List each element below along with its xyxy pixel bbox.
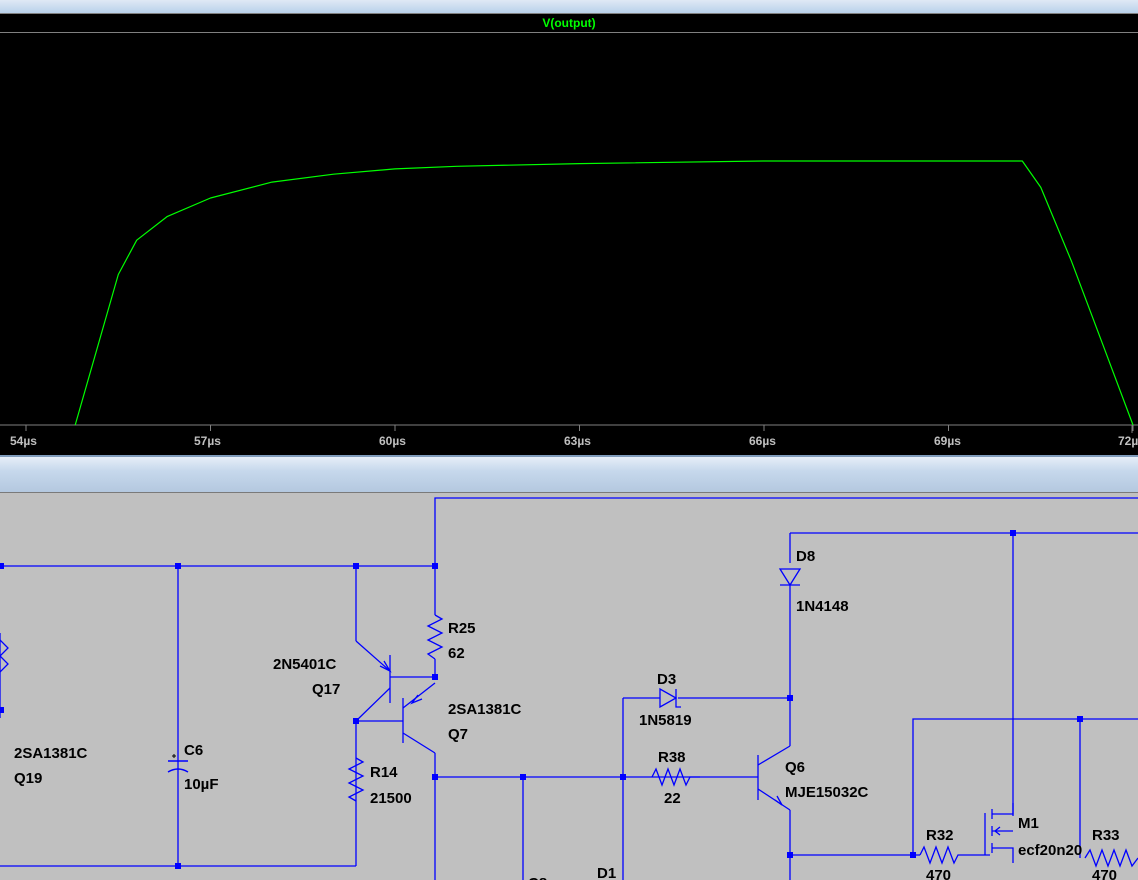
q17-name-label: Q17 — [312, 681, 340, 698]
waveform-window-frame — [0, 0, 1138, 14]
d8-model-label: 1N4148 — [796, 598, 849, 615]
x-tick-label: 72µs — [1118, 434, 1138, 448]
trace-label-voutput[interactable]: V(output) — [542, 16, 596, 30]
diode-symbols — [659, 568, 802, 709]
wires — [0, 497, 1138, 880]
r25-name-label: R25 — [448, 620, 476, 637]
x-tick-label: 54µs — [10, 434, 37, 448]
q7-model-label: 2SA1381C — [448, 701, 522, 718]
r32-value-label: 470 — [926, 867, 951, 880]
d3-symbol — [659, 687, 678, 709]
c6-value-label: 10µF — [184, 776, 219, 793]
d8-name-label: D8 — [796, 548, 815, 565]
r32-name-label: R32 — [926, 827, 954, 844]
x-tick-label: 57µs — [194, 434, 221, 448]
x-tick-label: 60µs — [379, 434, 406, 448]
schematic-editor[interactable]: 2SA1381C Q19 C6 10µF 2N5401C Q17 R14 215… — [0, 493, 1138, 880]
resistor-symbols — [0, 614, 1138, 868]
r33-symbol — [1084, 848, 1138, 868]
q19-model-label: 2SA1381C — [14, 745, 88, 762]
x-tick-label: 69µs — [934, 434, 961, 448]
left-resistor-partial — [0, 639, 9, 673]
voutput-trace — [74, 160, 1134, 426]
waveform-viewer[interactable]: V(output) 54µs 57µs 60µs 63µs 66µs 69µs … — [0, 13, 1138, 455]
transistor-symbols — [355, 640, 791, 811]
trace-header: V(output) — [0, 13, 1138, 33]
r38-name-label: R38 — [658, 749, 686, 766]
r14-name-label: R14 — [370, 764, 398, 781]
schematic-canvas[interactable]: 2SA1381C Q19 C6 10µF 2N5401C Q17 R14 215… — [0, 493, 1138, 880]
c8-name-label: C8 — [528, 875, 547, 880]
waveform-plot[interactable] — [0, 13, 1138, 455]
q7-name-label: Q7 — [448, 726, 468, 743]
c6-symbol — [167, 754, 189, 773]
c6-name-label: C6 — [184, 742, 203, 759]
r38-value-label: 22 — [664, 790, 681, 807]
r25-symbol — [426, 614, 444, 660]
m1-symbol — [984, 803, 1014, 863]
q17-model-label: 2N5401C — [273, 656, 337, 673]
d3-name-label: D3 — [657, 671, 676, 688]
r14-value-label: 21500 — [370, 790, 412, 807]
r33-name-label: R33 — [1092, 827, 1120, 844]
junction-dots — [0, 530, 1083, 869]
r14-symbol — [347, 757, 365, 802]
q6-model-label: MJE15032C — [785, 784, 869, 801]
m1-name-label: M1 — [1018, 815, 1039, 832]
r33-value-label: 470 — [1092, 867, 1117, 880]
r25-value-label: 62 — [448, 645, 465, 662]
r38-symbol — [651, 767, 700, 787]
q6-name-label: Q6 — [785, 759, 805, 776]
r32-symbol — [919, 845, 990, 865]
window-splitter[interactable] — [0, 455, 1138, 493]
d3-model-label: 1N5819 — [639, 712, 692, 729]
x-tick-label: 66µs — [749, 434, 776, 448]
x-tick-label: 63µs — [564, 434, 591, 448]
d1-name-label: D1 — [597, 865, 616, 880]
d8-symbol — [778, 568, 802, 587]
m1-model-label: ecf20n20 — [1018, 842, 1082, 859]
q19-name-label: Q19 — [14, 770, 42, 787]
